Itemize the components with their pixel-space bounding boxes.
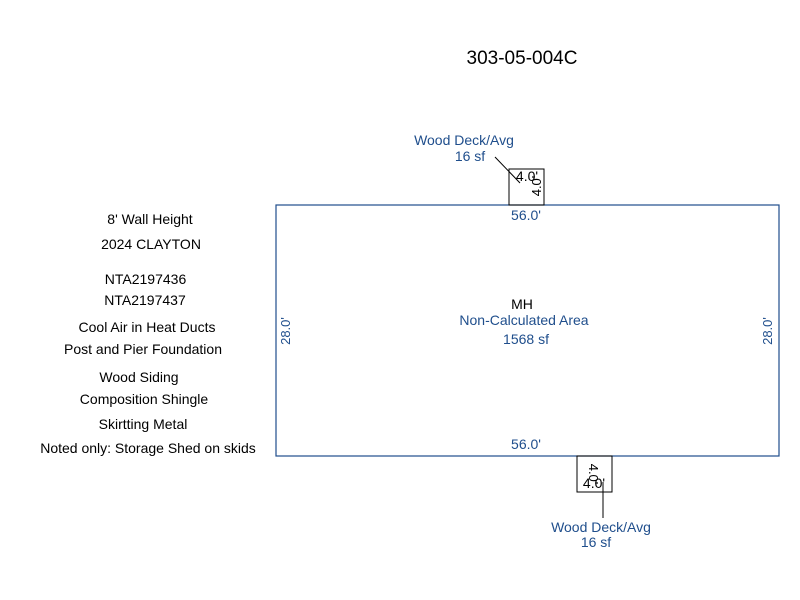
sketch-title: 303-05-004C (466, 48, 578, 69)
bottom-deck-label: Wood Deck/Avg (551, 519, 651, 535)
note-foundation: Post and Pier Foundation (64, 341, 222, 357)
bottom-deck-outline (576, 455, 613, 493)
note-storage-shed: Noted only: Storage Shed on skids (40, 440, 256, 456)
note-siding: Wood Siding (99, 369, 179, 385)
top-deck-label: Wood Deck/Avg (414, 132, 514, 148)
top-deck-width-dimension: 4.0' (515, 168, 539, 184)
bottom-deck-area: 16 sf (580, 534, 612, 550)
mh-top-dimension: 56.0' (511, 207, 541, 223)
bottom-deck-width-dimension: 4.0' (582, 475, 606, 491)
mh-left-dimension: 28.0' (278, 317, 293, 345)
top-deck-outline (508, 168, 545, 206)
mh-bottom-dimension: 56.0' (511, 436, 541, 452)
note-roof: Composition Shingle (79, 391, 209, 407)
note-year-make: 2024 CLAYTON (101, 236, 201, 252)
note-cooling: Cool Air in Heat Ducts (78, 319, 216, 335)
mh-area-type: Non-Calculated Area (459, 312, 589, 328)
top-deck-leader (494, 156, 521, 184)
top-deck-area: 16 sf (454, 148, 486, 164)
mh-name: MH (511, 296, 533, 312)
mh-right-dimension: 28.0' (760, 317, 775, 345)
top-deck-side-dimension: 4.0' (529, 176, 544, 197)
mh-area-value: 1568 sf (503, 331, 549, 347)
note-wall-height: 8' Wall Height (107, 211, 193, 227)
note-skirting: Skirtting Metal (98, 416, 188, 432)
note-serial-1: NTA2197436 (104, 271, 187, 287)
note-serial-2: NTA2197437 (104, 292, 186, 308)
bottom-deck-side-dimension: 4.0' (586, 464, 601, 485)
